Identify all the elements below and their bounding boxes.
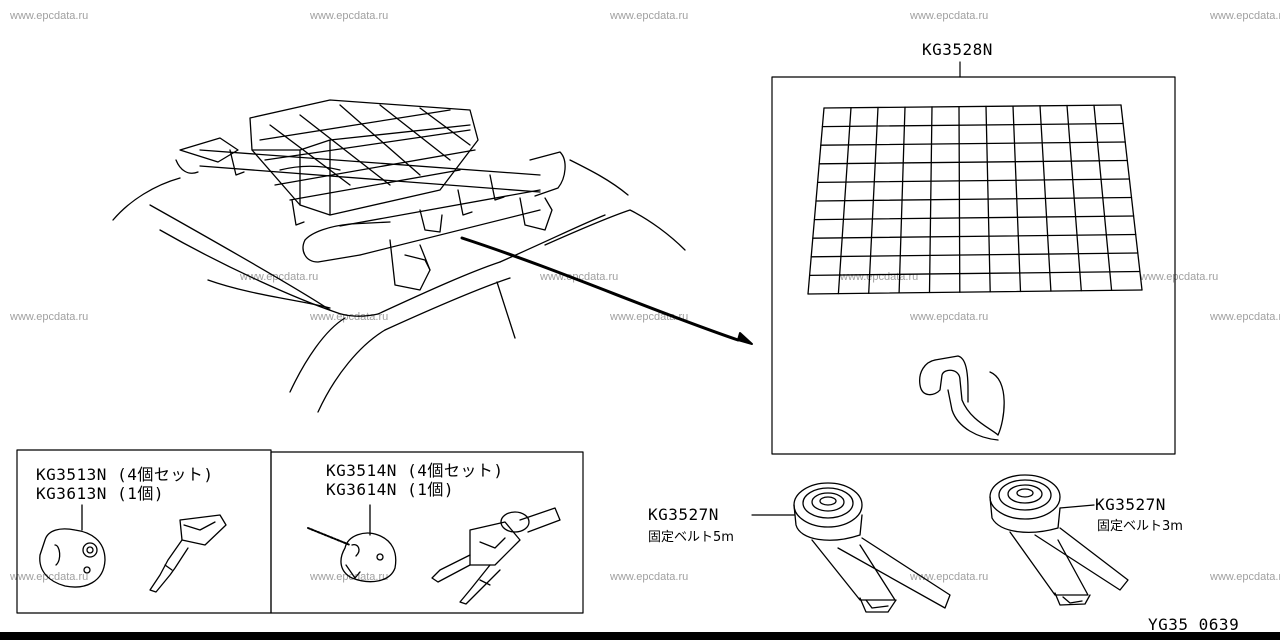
belt-5m-part-number: KG3527N — [648, 505, 719, 524]
belt-5m-description: 固定ベルト5m — [648, 530, 734, 545]
cargo-net-drawing — [807, 104, 1143, 295]
belt-5m-drawing — [793, 482, 951, 613]
net-cord — [810, 252, 1139, 258]
net-cord — [823, 104, 1122, 109]
watermark-text: www.epcdata.ru — [1210, 571, 1280, 583]
keyring-keys-drawing — [431, 507, 561, 605]
watermark-text: www.epcdata.ru — [310, 10, 389, 22]
belt-3m-part-number: KG3527N — [1095, 495, 1166, 514]
net-cord — [815, 196, 1133, 202]
lock-set-b-line2: KG3614N (1個) — [326, 480, 454, 499]
net-cord — [807, 289, 1143, 295]
net-part-number: KG3528N — [922, 40, 993, 59]
watermark-text: www.epcdata.ru — [240, 271, 319, 283]
watermark-text: www.epcdata.ru — [610, 571, 689, 583]
watermark-text: www.epcdata.ru — [610, 10, 689, 22]
net-cord — [818, 159, 1128, 165]
net-cord — [821, 122, 1124, 128]
watermark-text: www.epcdata.ru — [1210, 10, 1280, 22]
bottom-border — [0, 632, 1280, 640]
belt-3m-drawing — [989, 474, 1129, 606]
watermark-text: www.epcdata.ru — [910, 311, 989, 323]
pointer-arrow — [460, 236, 753, 345]
net-hook-drawing — [919, 355, 1005, 441]
lock-set-a-line2: KG3613N (1個) — [36, 484, 164, 503]
watermark-text: www.epcdata.ru — [310, 311, 389, 323]
lock-cylinder-b-drawing — [307, 504, 397, 583]
watermark-text: www.epcdata.ru — [10, 311, 89, 323]
lock-cylinder-a-drawing — [39, 504, 106, 588]
net-cord — [813, 215, 1135, 221]
lock-set-a-line1: KG3513N (4個セット) — [36, 465, 214, 484]
roof-carrier-drawing — [112, 99, 686, 413]
watermark-text: www.epcdata.ru — [910, 10, 989, 22]
watermark-text: www.epcdata.ru — [10, 571, 89, 583]
watermark-text: www.epcdata.ru — [10, 10, 89, 22]
key-a-drawing — [149, 514, 227, 593]
net-frame — [771, 76, 1176, 455]
lock-set-b-frame — [270, 451, 584, 614]
net-cord — [820, 141, 1126, 146]
belt-3m-description: 固定ベルト3m — [1097, 519, 1183, 534]
watermark-text: www.epcdata.ru — [910, 571, 989, 583]
net-cord — [812, 233, 1137, 239]
watermark-text: www.epcdata.ru — [1210, 311, 1280, 323]
watermark-text: www.epcdata.ru — [1140, 271, 1219, 283]
net-cord — [816, 178, 1131, 184]
net-cord — [808, 270, 1141, 277]
lock-set-b-line1: KG3514N (4個セット) — [326, 461, 504, 480]
figure-code: YG35 0639 — [1148, 615, 1240, 634]
